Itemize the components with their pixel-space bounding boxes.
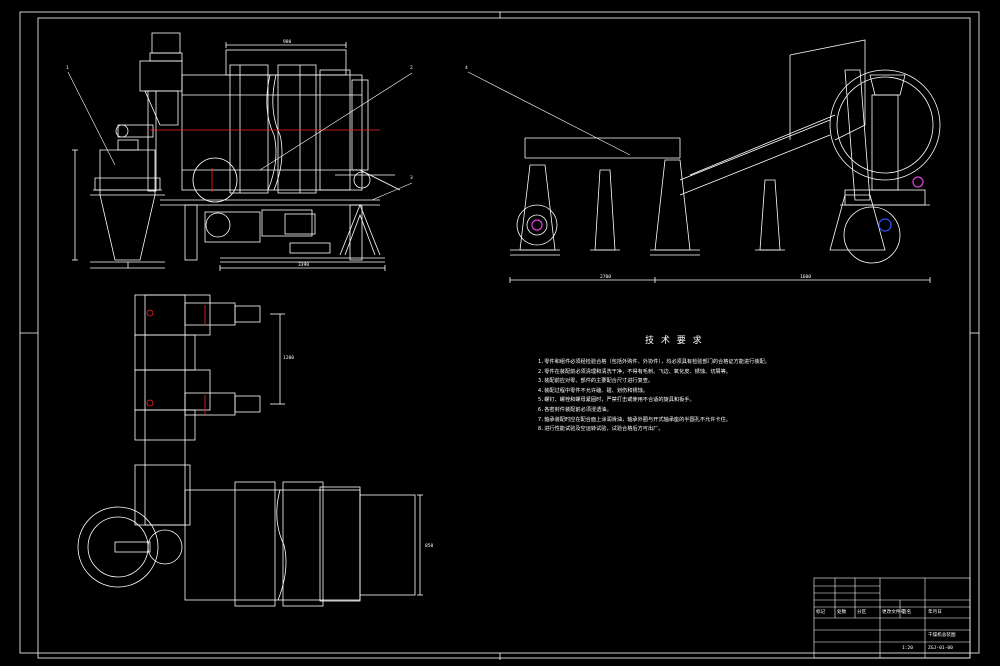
title-block-title: 干燥机总装图 xyxy=(928,633,956,638)
dimension-label: 1200 xyxy=(283,356,295,361)
requirement-item: 3.装配前应对零、部件的主要配合尺寸进行复查。 xyxy=(538,378,654,385)
dimension-label: 2700 xyxy=(600,275,612,280)
leader-number: 2 xyxy=(410,66,413,71)
dryer-plan-view xyxy=(77,294,423,607)
technical-requirements-title: 技 术 要 求 xyxy=(645,336,704,346)
leader-number: 3 xyxy=(410,176,413,181)
dryer-front-view xyxy=(72,32,401,271)
requirement-item: 6.各密封件装配前必须浸透油。 xyxy=(538,406,612,413)
dimension-label: 850 xyxy=(425,544,434,549)
dimension-label: 3390 xyxy=(298,263,310,268)
dimension-label: 1600 xyxy=(800,275,812,280)
sheet-border xyxy=(19,11,980,660)
title-block-drawing-no: ZGJ-01-00 xyxy=(928,646,953,651)
title-block-label: 更改文件号 xyxy=(882,610,905,615)
title-block-label: 标记 xyxy=(816,610,826,615)
requirement-item: 5.螺钉、螺栓和螺母紧固时，严禁打击或使用不合适的旋具和扳手。 xyxy=(538,397,695,404)
title-block-label: 签名 xyxy=(902,610,912,615)
requirement-item: 8.进行性能试验及空运转试验，试验合格后方可出厂。 xyxy=(538,426,664,433)
title-block-label: 年月日 xyxy=(928,610,942,615)
leader-number: 4 xyxy=(465,66,468,71)
leader-number: 1 xyxy=(66,66,69,71)
dimension-label: 980 xyxy=(283,40,292,45)
plan-highlights xyxy=(146,305,206,415)
dryer-side-view xyxy=(509,39,941,283)
title-block-label: 处数 xyxy=(837,610,847,615)
dryer-centerline xyxy=(150,129,380,192)
side-view-highlights xyxy=(531,176,924,232)
technical-requirements-list: 1.零件和组件必须经检验合格（包括外购件、外协件），均必须具有检验部门的合格证方… xyxy=(538,358,770,435)
requirement-item: 2.零件在装配前必须清理和清洗干净，不得有毛刺、飞边、氧化皮、锈蚀、切屑等。 xyxy=(538,368,731,375)
requirement-item: 7.轴承装配时应在配合面上涂润滑油，轴承外圈与开式轴承座的半圆孔不允许卡住。 xyxy=(538,416,731,423)
title-block xyxy=(813,577,971,659)
leader-lines-left xyxy=(67,71,413,201)
requirement-item: 1.零件和组件必须经检验合格（包括外购件、外协件），均必须具有检验部门的合格证方… xyxy=(538,359,770,365)
title-block-scale: 1:20 xyxy=(902,646,914,651)
leader-lines-right xyxy=(467,71,631,156)
requirement-item: 4.装配过程中零件不允许磕、碰、划伤和锈蚀。 xyxy=(538,387,648,394)
title-block-label: 分区 xyxy=(857,610,867,615)
